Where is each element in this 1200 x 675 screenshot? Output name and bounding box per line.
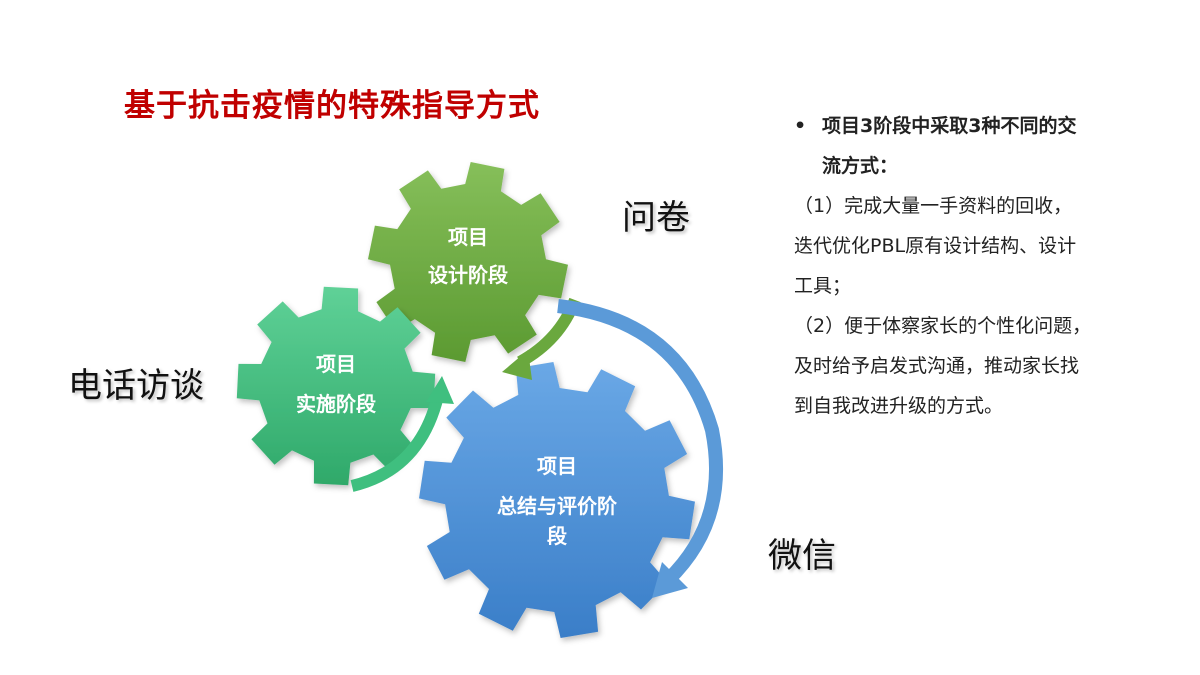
para2-line2: 及时给予启发式沟通，推动家长找 xyxy=(794,355,1080,377)
slide-title: 基于抗击疫情的特殊指导方式 xyxy=(124,88,540,124)
arrow-summary-to-implement xyxy=(557,299,724,598)
gear-summary-label-line1: 项目 xyxy=(537,454,577,478)
gear-design-label-line1: 项目 xyxy=(448,225,488,249)
right-text-panel: • 项目3阶段中采取3种不同的交 流方式： （1）完成大量一手资料的回收， 迭代… xyxy=(794,106,1154,426)
gear-implement-label-line1: 项目 xyxy=(316,352,356,376)
gear-design-label-line2: 设计阶段 xyxy=(428,263,508,287)
para1-line1: （1）完成大量一手资料的回收， xyxy=(794,195,1073,217)
channel-phone-interview: 电话访谈 xyxy=(68,366,204,406)
para1-line3: 工具； xyxy=(794,275,852,297)
para1-line2: 迭代优化PBL原有设计结构、设计 xyxy=(794,235,1077,257)
gear-summary-label-line3: 段 xyxy=(547,524,567,548)
gear-summary xyxy=(419,362,695,638)
arrow-implement-to-design xyxy=(350,376,454,492)
gear-implement xyxy=(236,286,436,486)
gear-implement-label-line2: 实施阶段 xyxy=(296,392,376,416)
para2-line1: （2）便于体察家长的个性化问题， xyxy=(794,315,1092,337)
channel-wechat: 微信 xyxy=(768,536,836,576)
channel-questionnaire: 问卷 xyxy=(622,198,690,238)
gear-summary-label-line2: 总结与评价阶 xyxy=(497,494,618,518)
para2-line3: 到自我改进升级的方式。 xyxy=(794,395,1004,417)
bullet-line-1: 项目3阶段中采取3种不同的交 xyxy=(822,115,1077,137)
gear-design xyxy=(368,162,568,362)
bullet-dot-icon: • xyxy=(794,115,807,137)
bullet-line-2: 流方式： xyxy=(822,155,899,177)
bullet-item: • 项目3阶段中采取3种不同的交 流方式： xyxy=(794,106,1154,186)
